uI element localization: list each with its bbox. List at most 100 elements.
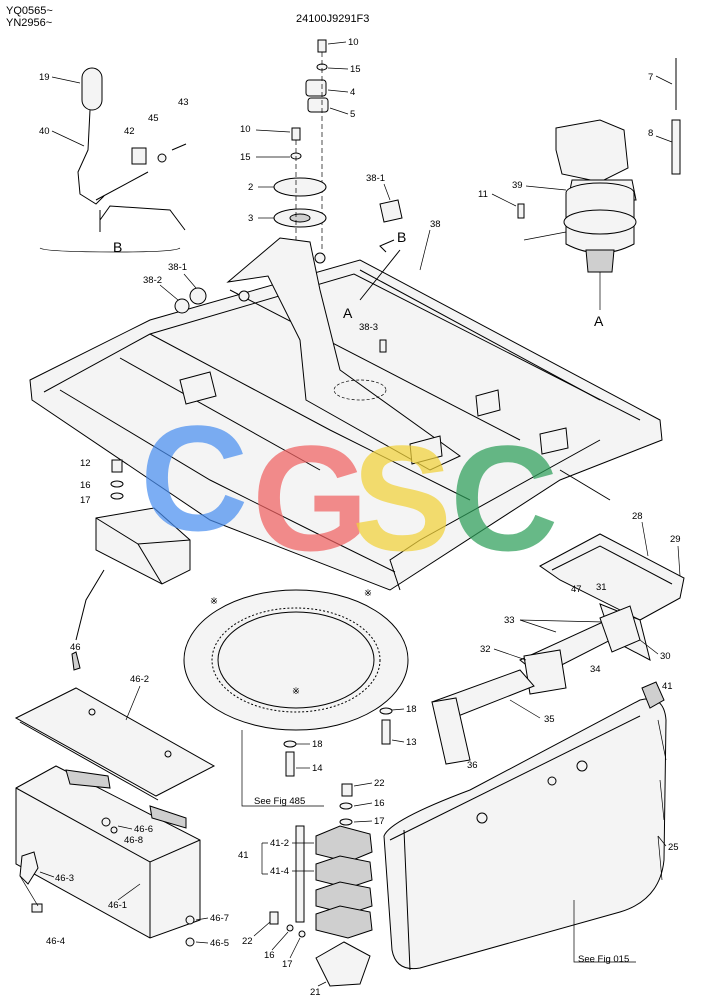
callout-32: 32: [480, 644, 491, 655]
upper-fastener-stack: [273, 39, 329, 370]
bolt-10b: [291, 127, 301, 141]
callout-28: 28: [632, 511, 643, 522]
bolt-22-top: [341, 783, 353, 797]
plate-4: [305, 79, 327, 97]
drawing-number: 24100J9291F3: [296, 13, 369, 25]
callout-7: 7: [648, 72, 653, 83]
view-b-label: B: [113, 239, 122, 255]
callout-46-2: 46-2: [130, 674, 149, 685]
callout-47: 47: [571, 584, 582, 595]
callout-46-5: 46-5: [210, 938, 229, 949]
callout-41-4: 41-4: [270, 866, 289, 877]
callout-8: 8: [648, 128, 653, 139]
bolt-22-low: [269, 911, 279, 925]
callout-30: 30: [660, 651, 671, 662]
counterweight-block-stack: [269, 783, 373, 987]
callout-46-3: 46-3: [55, 873, 74, 884]
callout-16-low: 16: [264, 950, 275, 961]
watermark: C G S C: [140, 394, 558, 582]
screw-46-4: [31, 903, 43, 913]
tool-box-lid-46-2: [14, 687, 216, 801]
callout-17-left: 17: [80, 495, 91, 506]
swing-motor-assembly: [517, 58, 681, 310]
link-36: [431, 697, 471, 765]
group-41-bracket: [261, 842, 268, 875]
plate-5: [307, 97, 329, 113]
callout-46-6: 46-6: [134, 824, 153, 835]
lead-46: [75, 569, 105, 641]
callout-46-7: 46-7: [210, 913, 229, 924]
callout-4: 4: [350, 87, 355, 98]
lever-linkage: [431, 605, 641, 765]
serial-range-2: YN2956~: [6, 17, 52, 29]
bolt-43: [171, 143, 187, 151]
callout-18-right: 18: [406, 704, 417, 715]
motor-head: [555, 119, 629, 183]
callout-16-left: 16: [80, 480, 91, 491]
view-b-arrow-label: B: [397, 229, 406, 245]
cap-21: [315, 941, 371, 987]
washer-45: [157, 153, 167, 163]
callout-39: 39: [512, 180, 523, 191]
callout-38-2: 38-2: [143, 275, 162, 286]
callout-10-mid: 10: [240, 124, 251, 135]
callout-43: 43: [178, 97, 189, 108]
callout-21: 21: [310, 987, 321, 998]
callout-25: 25: [668, 842, 679, 853]
watermark-letter-c2: C: [450, 414, 558, 582]
washer-17-low: [298, 930, 306, 938]
bushing-38-1-top: [379, 199, 403, 223]
view-a-label-motor: A: [594, 313, 604, 329]
callout-10-top: 10: [348, 37, 359, 48]
callout-2: 2: [248, 182, 253, 193]
mirror-stay-40: [77, 109, 105, 205]
callout-38-1-left: 38-1: [168, 262, 187, 273]
bolt-14: [285, 751, 295, 777]
latch-46-3: [19, 851, 39, 885]
callout-22-top: 22: [374, 778, 385, 789]
tool-box-46: [71, 459, 191, 671]
watermark-letter-g: G: [252, 414, 369, 582]
callout-11: 11: [478, 189, 488, 200]
bolt-11: [517, 203, 525, 219]
mark-asterisk-center: ※: [292, 686, 300, 697]
callout-34: 34: [590, 664, 601, 675]
pipe-8: [671, 119, 681, 175]
tool-box-body-46-1: [15, 765, 201, 939]
callout-38-3: 38-3: [359, 322, 378, 333]
bolt-13: [381, 719, 391, 745]
see-fig-485: See Fig 485: [254, 796, 305, 807]
washer-18-low: [283, 740, 297, 748]
clamp-42: [131, 147, 147, 165]
washer-16-top: [339, 802, 353, 810]
hinge: [65, 769, 111, 789]
see-fig-015: See Fig 015: [578, 954, 629, 965]
rod: [295, 825, 305, 923]
washer-46-7: [185, 915, 195, 925]
callout-38-1-top: 38-1: [366, 173, 385, 184]
callout-36: 36: [467, 760, 478, 771]
mark-asterisk-left: ※: [210, 596, 218, 607]
callout-46-4: 46-4: [46, 936, 65, 947]
callout-5: 5: [350, 109, 355, 120]
mirror-assembly: [39, 67, 187, 253]
boom-foot-bracket: [226, 237, 461, 471]
revolving-frame: [29, 237, 663, 591]
watermark-letter-c1: C: [140, 394, 248, 562]
washer-17-top: [339, 818, 353, 826]
callout-42: 42: [124, 126, 135, 137]
mirror-19: [81, 67, 103, 111]
view-b-arrow: [379, 239, 395, 253]
callout-38: 38: [430, 219, 441, 230]
block-41-4: [315, 855, 373, 889]
callout-46-8: 46-8: [124, 835, 143, 846]
callout-12: 12: [80, 458, 91, 469]
detail-b-bracket: [39, 247, 181, 253]
shim-2: [273, 177, 327, 197]
bolt-12: [111, 459, 123, 473]
pinion: [585, 249, 615, 273]
callout-14: 14: [312, 763, 323, 774]
collar-38-2: [174, 298, 190, 314]
callout-31: 31: [596, 582, 607, 593]
callout-19: 19: [39, 72, 50, 83]
